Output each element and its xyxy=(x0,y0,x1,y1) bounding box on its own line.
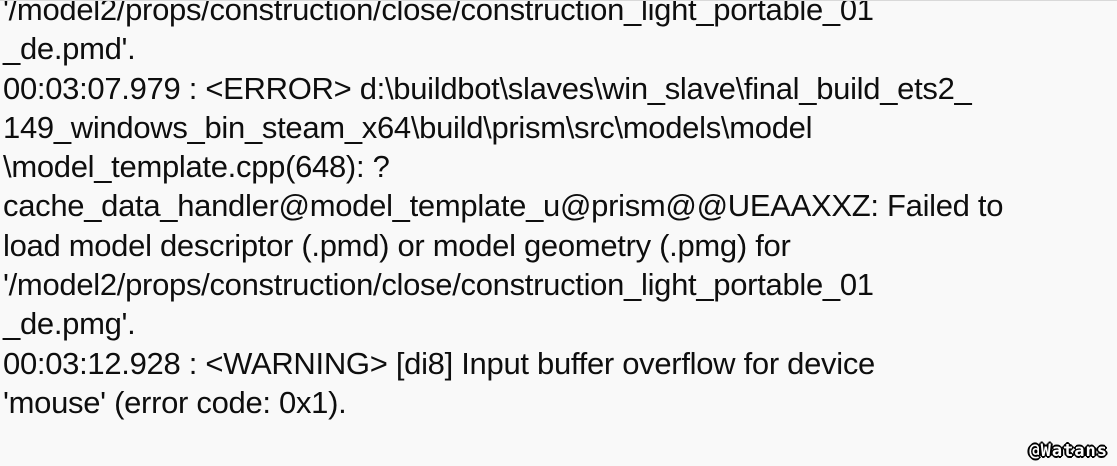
log-line: '/model2/props/construction/close/constr… xyxy=(3,267,874,303)
watermark: @Watans xyxy=(1029,441,1108,461)
log-line: cache_data_handler@model_template_u@pris… xyxy=(3,188,1004,224)
log-line: 149_windows_bin_steam_x64\build\prism\sr… xyxy=(3,109,813,145)
log-line: '/model2/props/construction/close/constr… xyxy=(3,0,874,27)
log-line: load model descriptor (.pmd) or model ge… xyxy=(3,227,791,263)
log-line: 00:03:07.979 : <ERROR> d:\buildbot\slave… xyxy=(3,70,972,106)
log-text-block: '/model2/props/construction/close/constr… xyxy=(3,0,1004,420)
log-line: \model_template.cpp(648): ? xyxy=(3,149,390,185)
log-line: _de.pmd'. xyxy=(3,31,136,67)
log-line: 'mouse' (error code: 0x1). xyxy=(3,384,347,420)
log-line: _de.pmg'. xyxy=(3,306,136,342)
log-line: 00:03:12.928 : <WARNING> [di8] Input buf… xyxy=(3,345,875,381)
